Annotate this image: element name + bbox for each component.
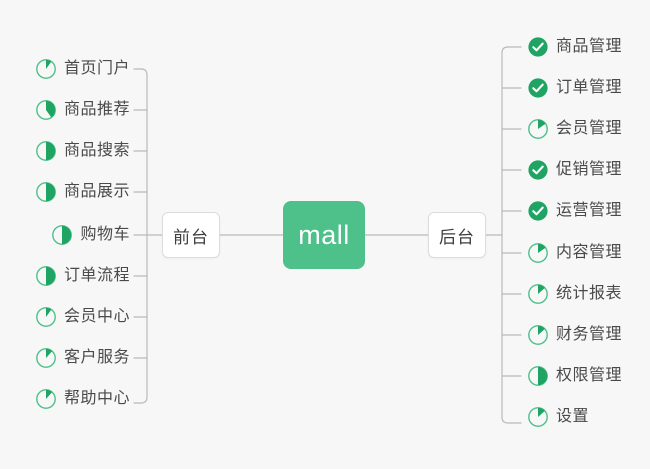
leaf-node-right[interactable]: 统计报表 (527, 280, 622, 308)
leaf-label: 促销管理 (556, 161, 623, 178)
leaf-label: 订单流程 (63, 267, 130, 284)
leaf-label: 商品展示 (63, 183, 130, 200)
leaf-node-right[interactable]: 内容管理 (527, 239, 622, 267)
leaf-node-right[interactable]: 商品管理 (527, 33, 622, 61)
pie-progress-icon (36, 141, 56, 161)
pie-progress-icon (36, 348, 56, 368)
leaf-label: 财务管理 (556, 326, 623, 343)
leaf-label: 会员中心 (63, 308, 130, 325)
check-circle-icon (528, 78, 548, 98)
branch-node-backend[interactable]: 后台 (428, 212, 486, 258)
leaf-label: 首页门户 (63, 60, 130, 77)
root-label: mall (298, 219, 350, 250)
pie-progress-icon (528, 243, 548, 263)
pie-progress-icon (36, 389, 56, 409)
pie-progress-icon (36, 100, 56, 120)
pie-progress-icon (36, 59, 56, 79)
pie-progress-icon (36, 182, 56, 202)
pie-progress-icon (528, 407, 548, 427)
leaf-node-right[interactable]: 促销管理 (527, 156, 622, 184)
leaf-node-right[interactable]: 设置 (527, 403, 589, 431)
leaf-node-right[interactable]: 运营管理 (527, 197, 622, 225)
leaf-node-right[interactable]: 订单管理 (527, 74, 622, 102)
leaf-node-right[interactable]: 会员管理 (527, 115, 622, 143)
leaf-label: 内容管理 (556, 244, 623, 261)
pie-progress-icon (528, 325, 548, 345)
leaf-label: 订单管理 (556, 79, 623, 96)
leaf-node-left[interactable]: 商品推荐 (35, 96, 130, 124)
leaf-node-right[interactable]: 权限管理 (527, 362, 622, 390)
root-node-mall[interactable]: mall (283, 201, 365, 269)
leaf-node-left[interactable]: 购物车 (51, 221, 130, 249)
branch-label: 后台 (439, 227, 475, 247)
check-circle-icon (528, 201, 548, 221)
leaf-node-left[interactable]: 客户服务 (35, 344, 130, 372)
leaf-node-left[interactable]: 商品展示 (35, 178, 130, 206)
leaf-node-left[interactable]: 订单流程 (35, 262, 130, 290)
leaf-label: 购物车 (80, 226, 130, 243)
pie-progress-icon (36, 307, 56, 327)
leaf-label: 客户服务 (63, 349, 130, 366)
pie-progress-icon (52, 225, 73, 245)
pie-progress-icon (528, 284, 548, 304)
pie-progress-icon (528, 119, 548, 139)
leaf-label: 运营管理 (556, 202, 623, 219)
leaf-label: 商品管理 (556, 38, 623, 55)
branch-node-frontend[interactable]: 前台 (162, 212, 220, 258)
pie-progress-icon (36, 266, 56, 286)
leaf-label: 设置 (556, 408, 590, 425)
leaf-label: 权限管理 (556, 367, 623, 384)
check-circle-icon (528, 160, 548, 180)
leaf-node-left[interactable]: 首页门户 (35, 55, 130, 83)
branch-label: 前台 (173, 227, 209, 247)
leaf-label: 帮助中心 (63, 390, 130, 407)
check-circle-icon (528, 37, 548, 57)
leaf-node-right[interactable]: 财务管理 (527, 321, 622, 349)
leaf-label: 商品搜索 (63, 142, 130, 159)
pie-progress-icon (528, 366, 548, 386)
leaf-node-left[interactable]: 商品搜索 (35, 137, 130, 165)
leaf-node-left[interactable]: 会员中心 (35, 303, 130, 331)
leaf-label: 会员管理 (556, 120, 623, 137)
leaf-label: 统计报表 (556, 285, 623, 302)
leaf-label: 商品推荐 (63, 101, 130, 118)
leaf-node-left[interactable]: 帮助中心 (35, 385, 130, 413)
